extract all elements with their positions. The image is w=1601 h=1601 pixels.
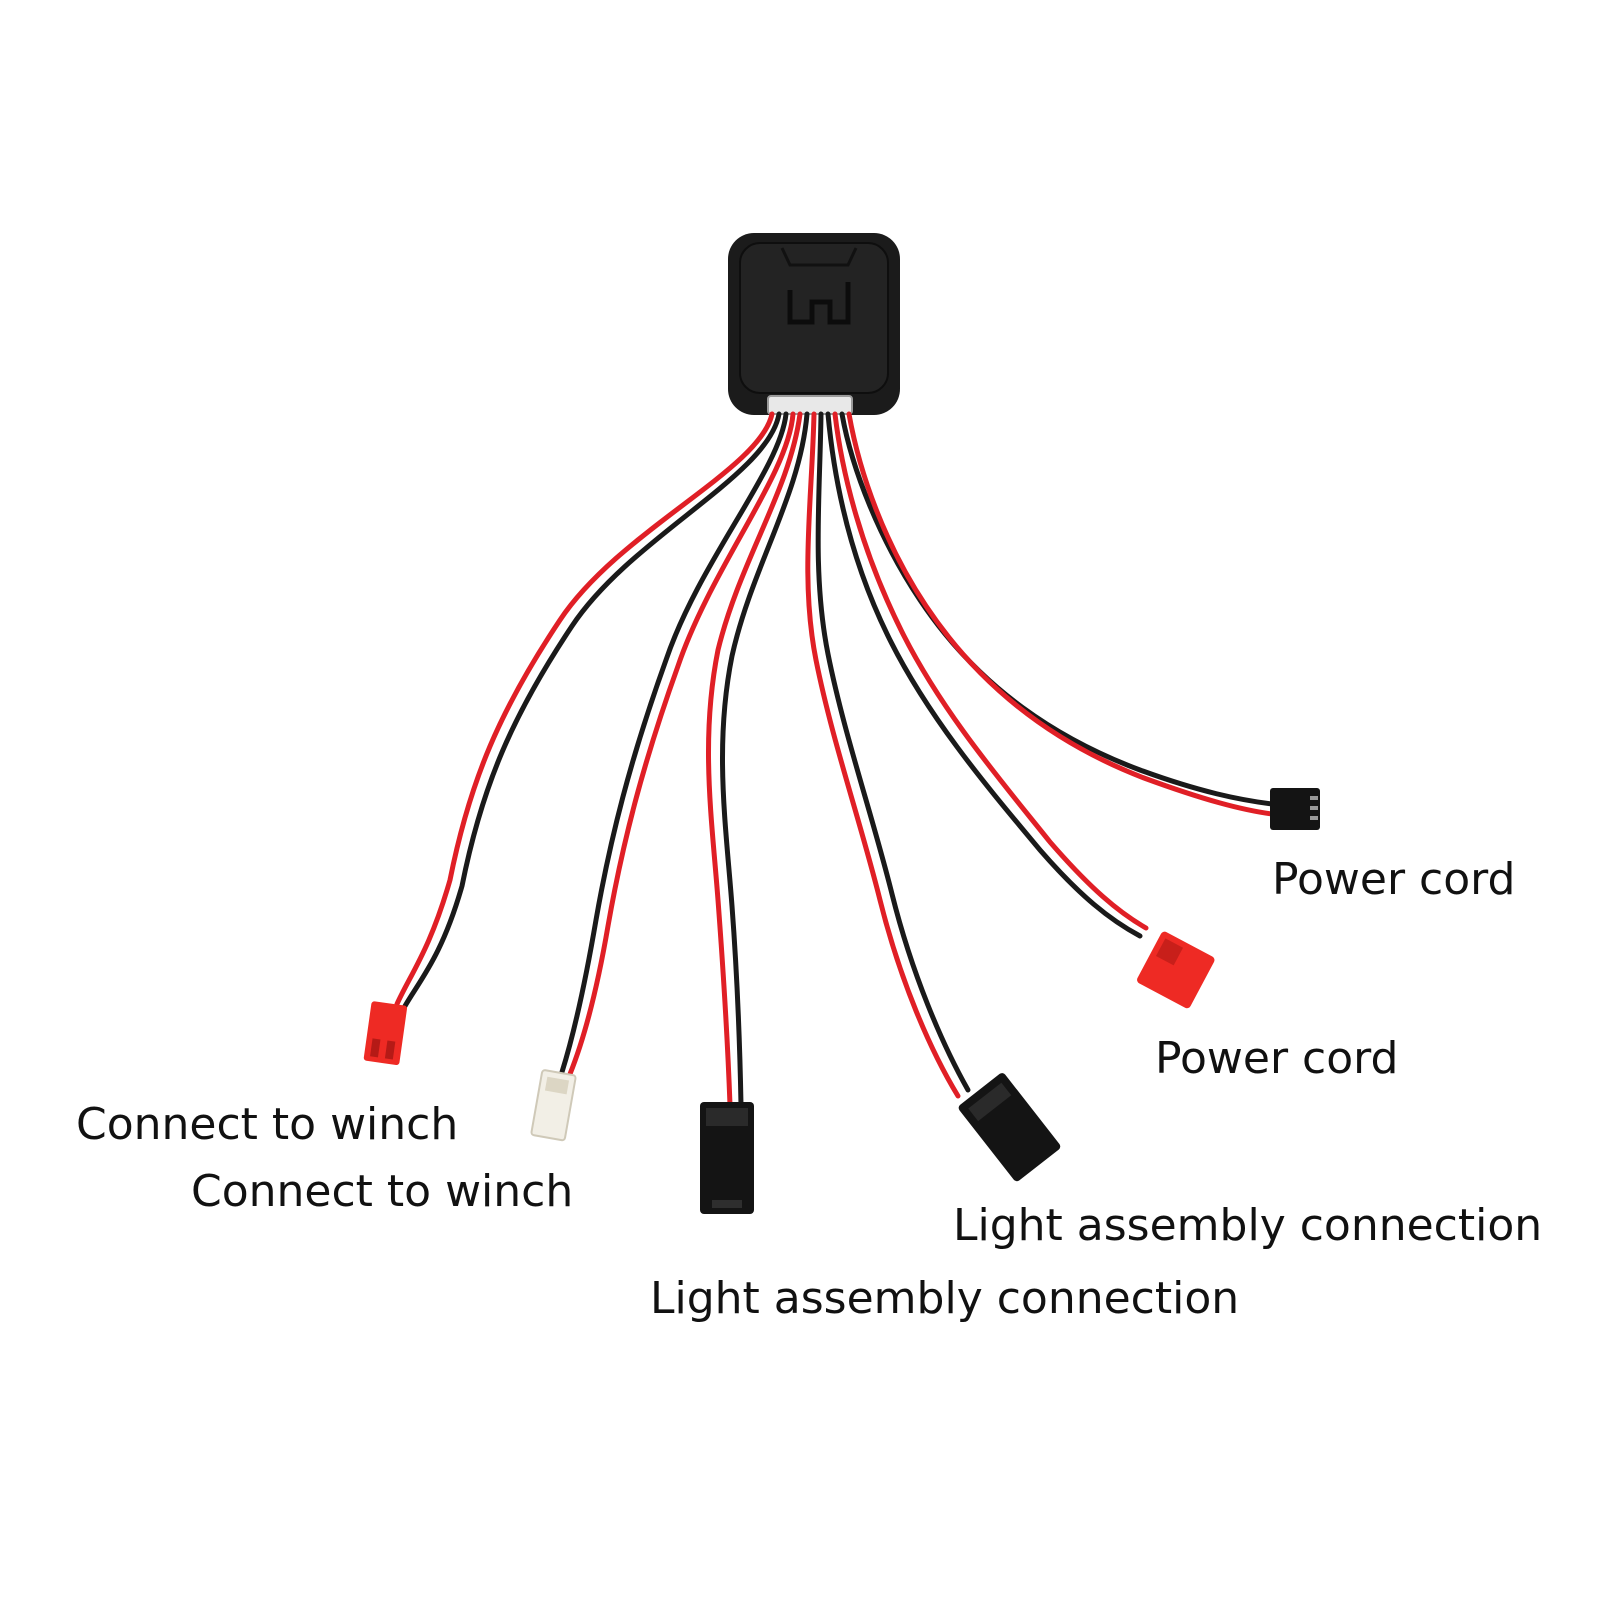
wire-winch-1-black <box>402 411 782 1009</box>
wire-winch-2-black <box>559 411 789 1075</box>
winch-connector-white <box>530 1069 577 1142</box>
light-connector-straight <box>700 1102 754 1214</box>
label-power-cord: Power cord <box>1155 1033 1399 1084</box>
module-pin-header <box>767 395 853 415</box>
label-light-assembly: Light assembly connection <box>953 1200 1543 1251</box>
label-connect-to-winch: Connect to winch <box>76 1099 459 1150</box>
wire-winch-2-red <box>567 411 796 1077</box>
wire-power-2-black <box>825 411 1143 939</box>
wire-light-1-red <box>805 411 961 1099</box>
winch-connector-red <box>363 1001 408 1065</box>
wire-bundle <box>394 411 1275 1108</box>
label-light-assembly: Light assembly connection <box>650 1273 1240 1324</box>
module-logo-icon <box>787 282 851 325</box>
control-module <box>728 233 900 415</box>
connectors <box>363 788 1320 1214</box>
wire-light-2-red <box>706 411 803 1108</box>
wire-light-2-black <box>720 411 810 1108</box>
wire-power-2-red <box>832 411 1149 931</box>
label-power-cord: Power cord <box>1272 854 1516 905</box>
wire-power-1-red <box>846 411 1275 817</box>
label-connect-to-winch: Connect to winch <box>191 1166 574 1217</box>
wire-light-1-black <box>815 411 971 1093</box>
wire-winch-1-red <box>394 411 775 1007</box>
power-connector-servo <box>1270 788 1320 830</box>
light-connector-angled <box>958 1073 1061 1182</box>
module-groove <box>780 247 858 267</box>
wire-power-1-black <box>839 411 1275 807</box>
power-connector-red <box>1137 931 1215 1009</box>
